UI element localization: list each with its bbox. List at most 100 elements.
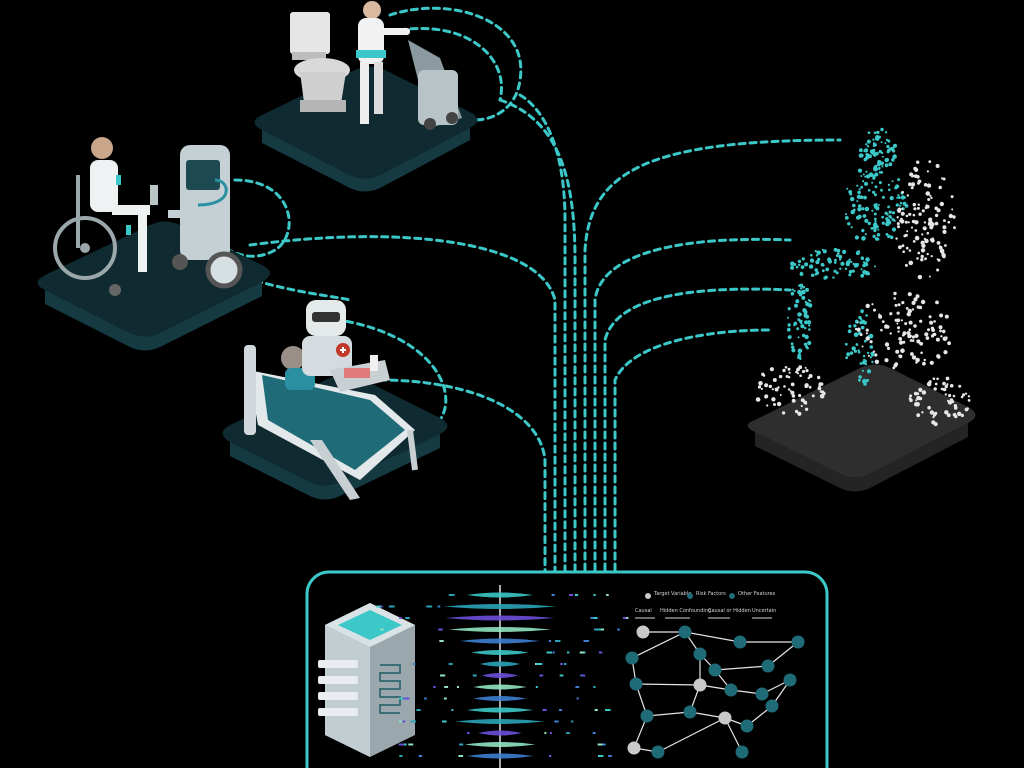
point-cloud-dot — [867, 354, 871, 357]
waveform-tick — [438, 628, 443, 631]
point-cloud-dot — [854, 264, 857, 268]
point-cloud-dot — [876, 130, 880, 135]
point-cloud-dot — [866, 174, 871, 179]
waveform-tick — [592, 732, 596, 734]
point-cloud-dot — [865, 155, 869, 160]
point-cloud-dot — [801, 289, 806, 295]
point-cloud-dot — [899, 219, 902, 223]
point-cloud-dot — [758, 381, 763, 386]
point-cloud-dot — [791, 345, 795, 349]
waveform-tick — [600, 743, 606, 746]
point-cloud-dot — [885, 223, 888, 226]
point-cloud-dot — [861, 345, 864, 348]
wheelchair-icon — [53, 175, 121, 296]
point-cloud-dot — [936, 208, 941, 213]
point-cloud-dot — [897, 194, 900, 197]
point-cloud-dot — [910, 186, 914, 190]
point-cloud-dot — [871, 353, 874, 357]
point-cloud-dot — [914, 220, 919, 225]
point-cloud-dot — [947, 341, 951, 346]
point-cloud-dot — [912, 240, 916, 243]
waveform-tick — [593, 594, 596, 596]
point-cloud-dot — [847, 329, 852, 334]
point-cloud-dot — [967, 395, 971, 398]
point-cloud-dot — [908, 328, 912, 332]
point-cloud-dot — [957, 411, 962, 416]
point-cloud-dot — [903, 234, 907, 238]
point-cloud-dot — [800, 283, 803, 287]
point-cloud-dot — [867, 131, 871, 134]
point-cloud-dot — [848, 190, 853, 194]
point-cloud-dot — [873, 212, 877, 216]
point-cloud-dot — [926, 381, 932, 387]
point-cloud-dot — [927, 328, 930, 332]
point-cloud-dot — [867, 272, 871, 276]
point-cloud-dot — [866, 145, 870, 148]
point-cloud-dot — [952, 394, 956, 398]
waveform-tick — [566, 732, 570, 734]
point-cloud-dot — [939, 313, 944, 318]
causal-node — [636, 625, 650, 639]
toilet-icon — [290, 12, 350, 112]
point-cloud-dot — [889, 235, 894, 240]
point-cloud-dot — [867, 189, 871, 192]
point-cloud-dot — [885, 219, 890, 224]
causal-node — [783, 673, 797, 687]
point-cloud-dot — [948, 213, 953, 219]
waveform-tick — [467, 732, 470, 734]
point-cloud-dot — [824, 275, 828, 279]
point-cloud-dot — [886, 213, 889, 216]
point-cloud-dot — [913, 166, 917, 171]
point-cloud-dot — [911, 335, 916, 339]
point-cloud-dot — [886, 346, 891, 350]
point-cloud-dot — [805, 287, 809, 292]
legend-other-features: Other Features — [738, 591, 776, 597]
point-cloud-dot — [895, 349, 900, 354]
point-cloud-dot — [946, 399, 950, 402]
point-cloud-dot — [815, 260, 820, 265]
point-cloud-dot — [893, 363, 898, 368]
point-cloud-dot — [846, 352, 851, 357]
point-cloud-dot — [854, 327, 858, 331]
point-cloud-dot — [923, 358, 926, 362]
point-cloud-dot — [916, 175, 920, 179]
point-cloud-dot — [794, 303, 798, 308]
point-cloud-dot — [924, 257, 927, 261]
waveform-tick — [560, 663, 563, 665]
point-cloud-dot — [793, 289, 796, 293]
point-cloud-dot — [854, 235, 860, 240]
point-cloud-dot — [910, 226, 914, 229]
point-cloud-dot — [904, 322, 908, 326]
causal-node — [761, 659, 775, 673]
point-cloud-dot — [787, 388, 791, 391]
point-cloud-dot — [821, 269, 825, 273]
point-cloud-dot — [897, 326, 900, 330]
causal-edge — [646, 711, 691, 717]
waveform-tick — [451, 709, 454, 711]
point-cloud-dot — [907, 221, 910, 224]
point-cloud-dot — [861, 319, 866, 325]
analytics-panel: Target Variable Risk Factors Other Featu… — [305, 570, 829, 768]
point-cloud-dot — [827, 259, 833, 264]
point-cloud-dot — [845, 356, 848, 360]
point-cloud-dot — [864, 233, 867, 236]
waveform-band — [466, 592, 534, 598]
point-cloud-dot — [884, 131, 888, 134]
point-cloud-dot — [816, 250, 821, 255]
point-cloud-dot — [949, 384, 954, 388]
point-cloud-dot — [893, 291, 897, 296]
point-cloud-dot — [927, 198, 931, 201]
waveform-tick — [448, 663, 453, 665]
point-cloud-dot — [862, 354, 866, 358]
point-cloud-dot — [945, 376, 950, 381]
point-cloud-dot — [892, 154, 897, 159]
causal-edge — [657, 717, 726, 753]
point-cloud-dot — [869, 345, 874, 349]
point-cloud-dot — [787, 335, 792, 340]
point-cloud-dot — [866, 139, 871, 144]
point-cloud-dot — [900, 319, 904, 322]
point-cloud-dot — [897, 209, 901, 213]
point-cloud-dot — [918, 212, 922, 216]
point-cloud-dot — [944, 410, 949, 415]
nurse-robot-icon — [302, 300, 390, 392]
